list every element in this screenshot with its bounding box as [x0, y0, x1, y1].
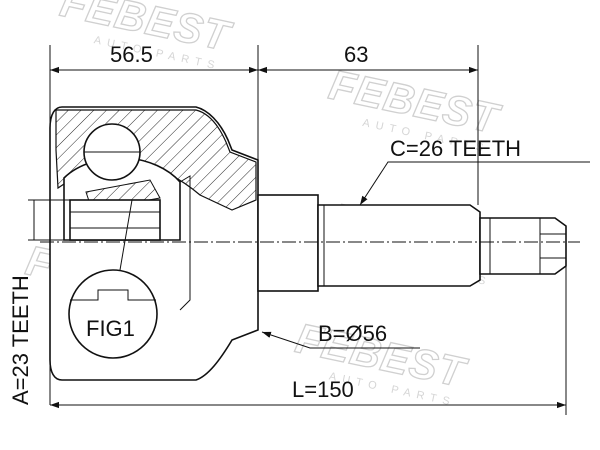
threaded-end	[479, 217, 567, 275]
callout-b-diameter: B=Ø56	[318, 321, 387, 346]
leader-c	[359, 161, 590, 206]
leader-b	[261, 331, 420, 349]
cv-joint-drawing	[40, 106, 580, 381]
dim-label-total: L=150	[292, 377, 354, 402]
dim-label-left: 56.5	[110, 42, 153, 67]
stub-shaft	[317, 204, 481, 287]
fig1-label: FIG1	[86, 316, 135, 341]
dim-label-right: 63	[344, 42, 368, 67]
inner-spline-bore	[69, 199, 161, 241]
axle-shaft	[257, 194, 319, 292]
fig1-detail-circle	[68, 269, 158, 359]
labels: 56.5 63 C=26 TEETH B=Ø56 L=150 FIG1 A=23…	[8, 42, 521, 405]
dimension-lines	[28, 45, 590, 415]
callout-c-teeth: C=26 TEETH	[390, 136, 521, 161]
callout-a-teeth: A=23 TEETH	[8, 275, 33, 405]
